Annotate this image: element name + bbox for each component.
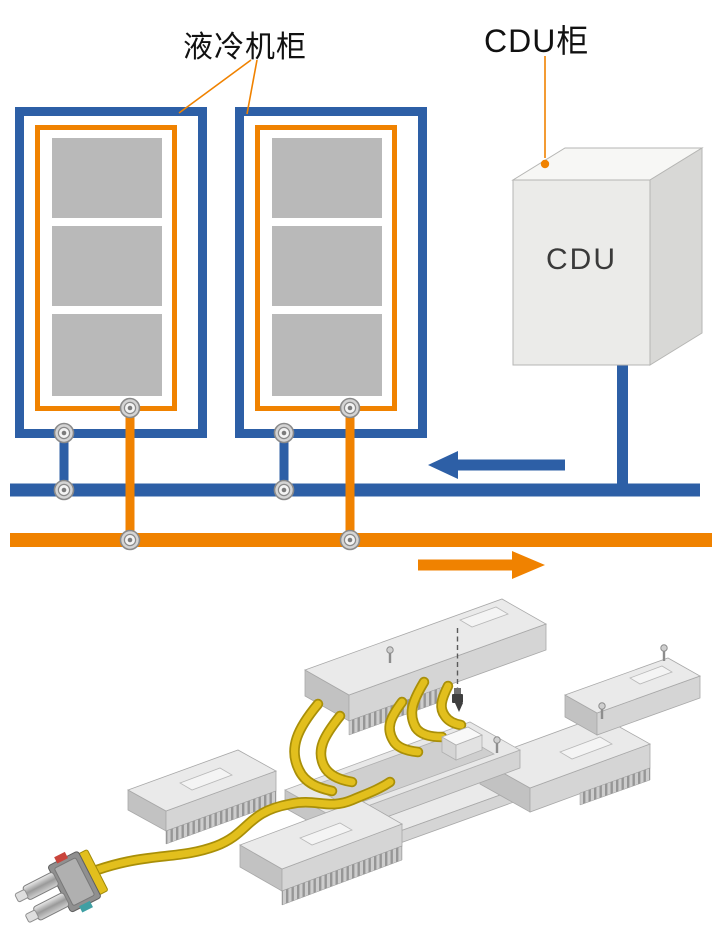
valve-icon [339, 397, 361, 419]
tube [408, 678, 446, 741]
hot-marker [54, 851, 69, 864]
cold-plate-right [479, 715, 651, 813]
top-face [441, 726, 483, 746]
cabinet-leader-line-1 [178, 59, 252, 114]
screw-body [452, 694, 463, 703]
valve-icon [119, 397, 141, 419]
valve-icon [53, 422, 75, 444]
cold-plate-front [239, 799, 403, 906]
insertion-guide [452, 628, 463, 712]
cdu-box-front-face [512, 179, 651, 366]
cold-plate-upper-center [304, 598, 547, 736]
liquid-cooling-cabinet-1 [20, 112, 203, 541]
tube [386, 698, 422, 756]
piping-schematic [10, 56, 712, 579]
cdu-box-label: CDU [546, 243, 617, 276]
blue-flow-arrow-left [428, 451, 565, 479]
valve-icon [273, 479, 295, 501]
cdu-box [511, 147, 704, 366]
screw-washer [454, 688, 461, 694]
orange-flow-arrow-right [418, 551, 545, 579]
cdu-riser-pipe [617, 358, 628, 490]
heatsink-fins [579, 767, 651, 806]
label-leader-lines [178, 56, 550, 169]
valve-icon [119, 529, 141, 551]
cold-plate-left [127, 749, 277, 845]
cold-marker [79, 900, 93, 913]
return-main-pipe [10, 533, 712, 547]
label-slot [299, 822, 353, 846]
quick-connector [14, 849, 108, 923]
top-face [304, 598, 547, 696]
liquid-cooling-cabinet-label: 液冷机柜 [183, 31, 307, 64]
cold-plate-top-right [564, 657, 701, 736]
supply-main-pipe [10, 483, 700, 497]
coolant-tubes [91, 676, 467, 876]
cdu-leader-dot [540, 159, 550, 169]
tube [317, 712, 356, 786]
cabinet-leader-line-2 [246, 59, 258, 115]
liquid-cooling-cabinet-2 [240, 112, 423, 541]
tube [93, 778, 394, 874]
valve-icon [53, 479, 75, 501]
tube [291, 700, 336, 795]
cdu-box-side-face [649, 147, 703, 366]
cold-plate-assembly-illustration [14, 598, 701, 923]
screw-tip [455, 703, 463, 712]
valve-icon [339, 529, 361, 551]
manifold-block [441, 726, 483, 761]
label-slot [459, 606, 509, 628]
label-slot [179, 767, 233, 791]
label-slot [629, 665, 673, 685]
valve-icon [273, 422, 295, 444]
heatsink-fins [281, 845, 403, 906]
coupling-tip [14, 889, 29, 903]
cdu-cabinet-label: CDU柜 [484, 23, 590, 59]
tube [437, 682, 465, 729]
label-slot [559, 736, 613, 760]
coupling-tip [25, 909, 39, 923]
connector-face [54, 857, 95, 906]
